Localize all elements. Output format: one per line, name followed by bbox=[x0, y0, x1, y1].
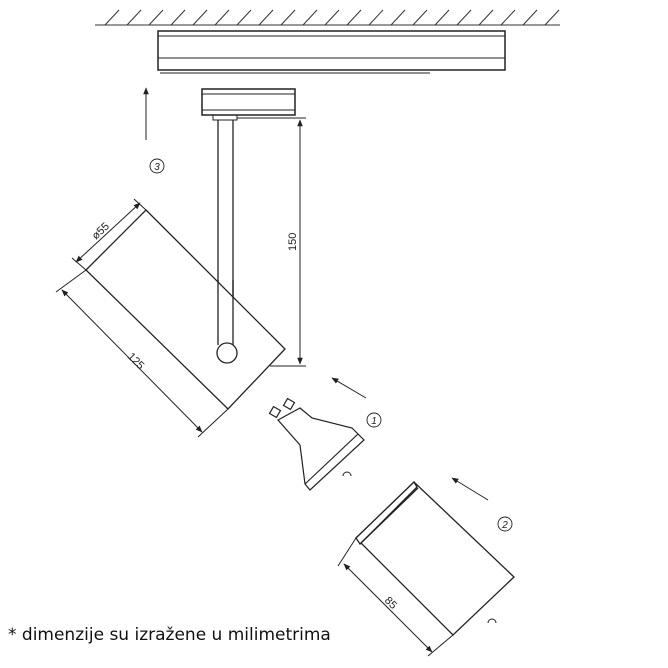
dimension-body-length bbox=[55, 269, 229, 438]
ceiling-hatch-line bbox=[478, 9, 494, 26]
ceiling-hatch-line bbox=[500, 9, 516, 26]
rotate-icon bbox=[342, 471, 352, 477]
ceiling bbox=[95, 9, 560, 26]
ceiling-hatch-line bbox=[544, 9, 560, 26]
ceiling-hatch-line bbox=[368, 9, 384, 26]
dimension-body-length-label: 125 bbox=[125, 351, 146, 372]
dimension-cover-length-label: 85 bbox=[382, 595, 399, 612]
ceiling-hatch-line bbox=[192, 9, 208, 26]
ceiling-hatch-line bbox=[148, 9, 164, 26]
ceiling-hatch-line bbox=[434, 9, 450, 26]
step-2-marker: 2 bbox=[497, 516, 513, 532]
ceiling-hatch-line bbox=[324, 9, 340, 26]
ceiling-hatch-line bbox=[522, 9, 538, 26]
svg-text:3: 3 bbox=[154, 162, 160, 173]
track-rail bbox=[157, 30, 506, 74]
ceiling-hatch-line bbox=[236, 9, 252, 26]
ceiling-hatch-line bbox=[214, 9, 230, 26]
track-adapter bbox=[201, 88, 296, 121]
dimension-stem-height-label: 150 bbox=[287, 233, 299, 251]
ceiling-hatch-line bbox=[126, 9, 142, 26]
ceiling-hatch-line bbox=[390, 9, 406, 26]
ceiling-hatch-line bbox=[412, 9, 428, 26]
dimensions-footnote: * dimenzije su izražene u milimetrima bbox=[8, 625, 331, 645]
lamp-body bbox=[85, 209, 286, 410]
ceiling-hatch-line bbox=[346, 9, 362, 26]
dimension-stem-height bbox=[237, 117, 306, 367]
dimension-cover-length bbox=[337, 537, 454, 657]
svg-text:2: 2 bbox=[501, 520, 508, 531]
step-2-arrow bbox=[451, 477, 489, 501]
lamp-cover bbox=[355, 480, 515, 636]
rotate-icon bbox=[487, 618, 497, 624]
ceiling-hatch-line bbox=[104, 9, 120, 26]
gu10-bulb bbox=[268, 397, 365, 491]
step-1-marker: 1 bbox=[366, 412, 382, 428]
svg-text:1: 1 bbox=[371, 416, 377, 427]
step-3-marker: 3 bbox=[149, 158, 165, 174]
ceiling-hatch-line bbox=[280, 9, 296, 26]
dimension-diameter bbox=[71, 198, 147, 271]
ceiling-hatch-line bbox=[302, 9, 318, 26]
step-1-arrow bbox=[331, 377, 367, 399]
dimension-diameter-label: ø55 bbox=[90, 220, 112, 242]
ceiling-hatch-line bbox=[170, 9, 186, 26]
ceiling-hatch-line bbox=[258, 9, 274, 26]
ceiling-hatch-line bbox=[456, 9, 472, 26]
